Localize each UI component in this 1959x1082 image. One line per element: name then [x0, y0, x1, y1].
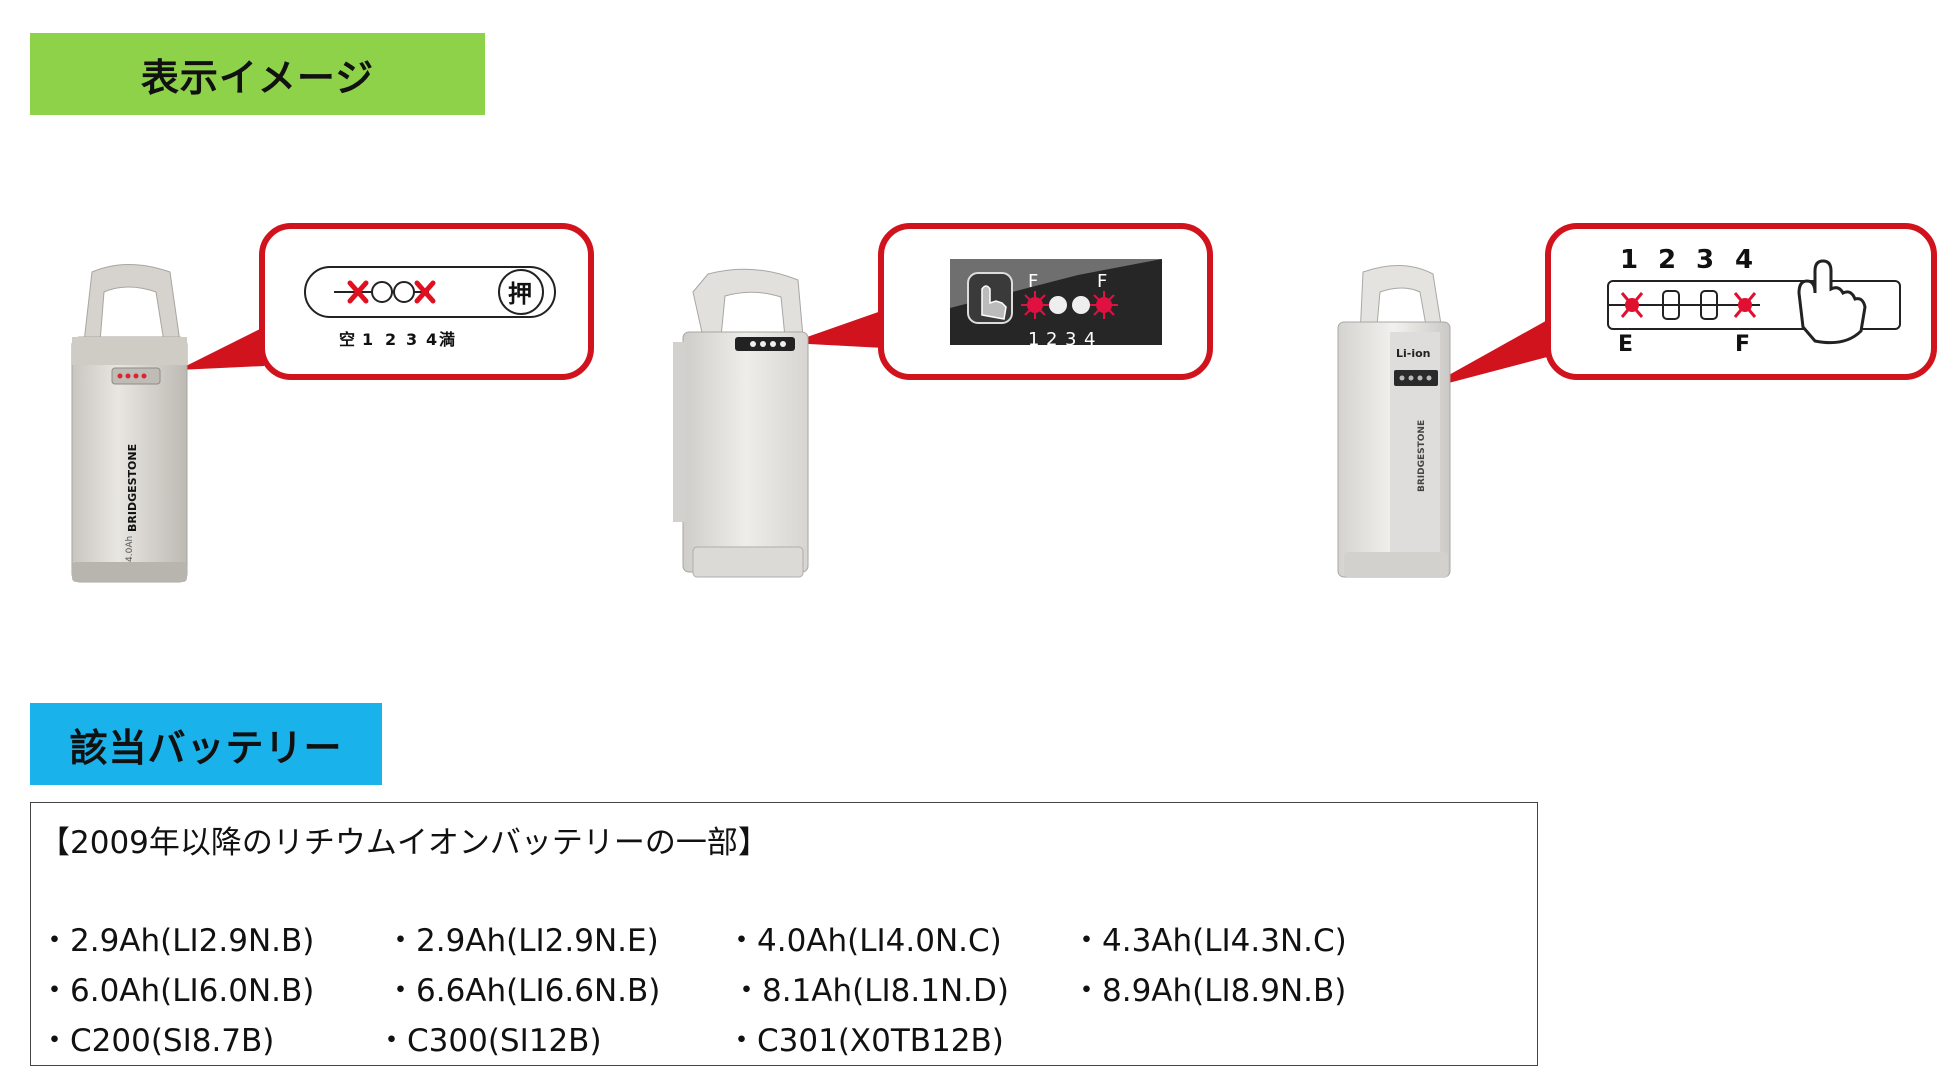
- battery1-capacity: 4.0Ah: [125, 536, 135, 562]
- battery-item: ・C200(SI8.7B): [39, 1023, 275, 1059]
- display-image-title: 表示イメージ: [140, 55, 375, 100]
- battery-image-1: BRIDGESTONE 4.0Ah: [71, 264, 188, 583]
- battery3-label: Li-ion: [1396, 347, 1431, 360]
- callout-indicator-1: [259, 223, 594, 380]
- callout-indicator-2: [878, 223, 1213, 380]
- battery-item: ・2.9Ah(LI2.9N.E): [385, 923, 659, 959]
- battery-item: ・8.1Ah(LI8.1N.D): [731, 973, 1009, 1009]
- applicable-battery-title: 該当バッテリー: [69, 725, 343, 770]
- applicable-battery-header: 該当バッテリー: [30, 703, 382, 785]
- callout-indicator-3: [1545, 223, 1937, 380]
- battery-list-title: 【2009年以降のリチウムイオンバッテリーの一部】: [39, 825, 769, 861]
- battery-item: ・4.0Ah(LI4.0N.C): [726, 923, 1002, 959]
- battery-image-2: [673, 268, 809, 578]
- battery3-brand: BRIDGESTONE: [1417, 420, 1427, 492]
- battery-item: ・C300(SI12B): [376, 1023, 602, 1059]
- battery-item: ・6.6Ah(LI6.6N.B): [385, 973, 661, 1009]
- battery1-brand: BRIDGESTONE: [126, 444, 139, 532]
- battery-item: ・2.9Ah(LI2.9N.B): [39, 923, 315, 959]
- display-image-header: 表示イメージ: [30, 33, 485, 115]
- battery-list-box: 【2009年以降のリチウムイオンバッテリーの一部】 ・2.9Ah(LI2.9N.…: [30, 802, 1538, 1066]
- battery-item: ・4.3Ah(LI4.3N.C): [1071, 923, 1347, 959]
- battery-item: ・C301(X0TB12B): [726, 1023, 1004, 1059]
- battery-image-3: Li-ion BRIDGESTONE: [1337, 264, 1451, 578]
- battery-item: ・6.0Ah(LI6.0N.B): [39, 973, 315, 1009]
- battery-item: ・8.9Ah(LI8.9N.B): [1071, 973, 1347, 1009]
